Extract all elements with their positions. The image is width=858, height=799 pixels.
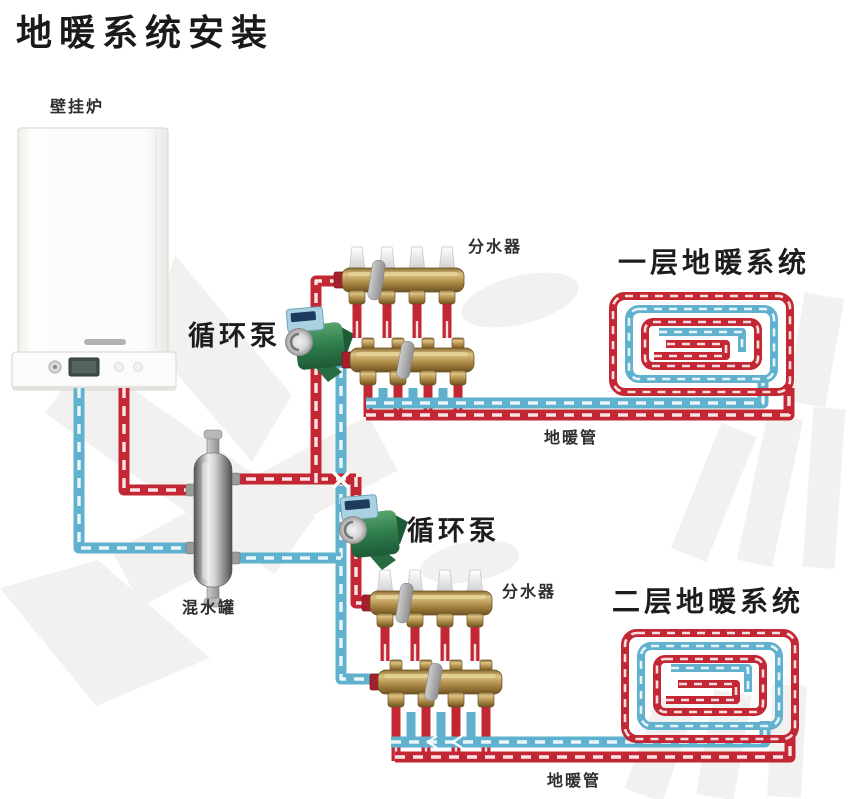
label-floor-pipe2: 地暖管: [547, 773, 602, 790]
wall-boiler: [11, 127, 177, 391]
label-mixing-tank: 混水罐: [182, 600, 237, 617]
label-pump-floor2: 循环泵: [407, 516, 500, 546]
circulation-pump-2: [338, 493, 410, 572]
floor2-heating-coil: [621, 629, 799, 743]
return-manifold-1: [341, 337, 475, 386]
boiler-button: [133, 362, 143, 372]
boiler-logo: [84, 339, 126, 345]
boiler-seam: [155, 134, 157, 348]
pipe-crossing-mark: [331, 470, 351, 490]
label-floor1-system: 一层地暖系统: [618, 247, 811, 278]
label-boiler: 壁挂炉: [50, 99, 105, 116]
label-floor-pipe1: 地暖管: [544, 430, 599, 447]
mixing-tank: [185, 429, 241, 608]
floor1-loop-stubs: [363, 364, 463, 417]
flow-arrow-icon: [425, 735, 463, 749]
label-floor2-system: 二层地暖系统: [612, 586, 805, 617]
floor2-loop-stubs: [391, 686, 491, 761]
return-manifold-2: [369, 659, 503, 708]
label-manifold-floor2: 分水器: [502, 584, 557, 601]
label-manifold-floor1: 分水器: [468, 239, 523, 256]
boiler-button: [114, 362, 124, 372]
label-pump-floor1: 循环泵: [188, 321, 281, 351]
floor1-heating-coil: [609, 292, 794, 396]
primary-pipes: [79, 281, 389, 679]
supply-manifold-1: [333, 246, 465, 339]
page-title: 地暖系统安装: [16, 12, 275, 53]
supply-manifold-2: [361, 569, 493, 662]
